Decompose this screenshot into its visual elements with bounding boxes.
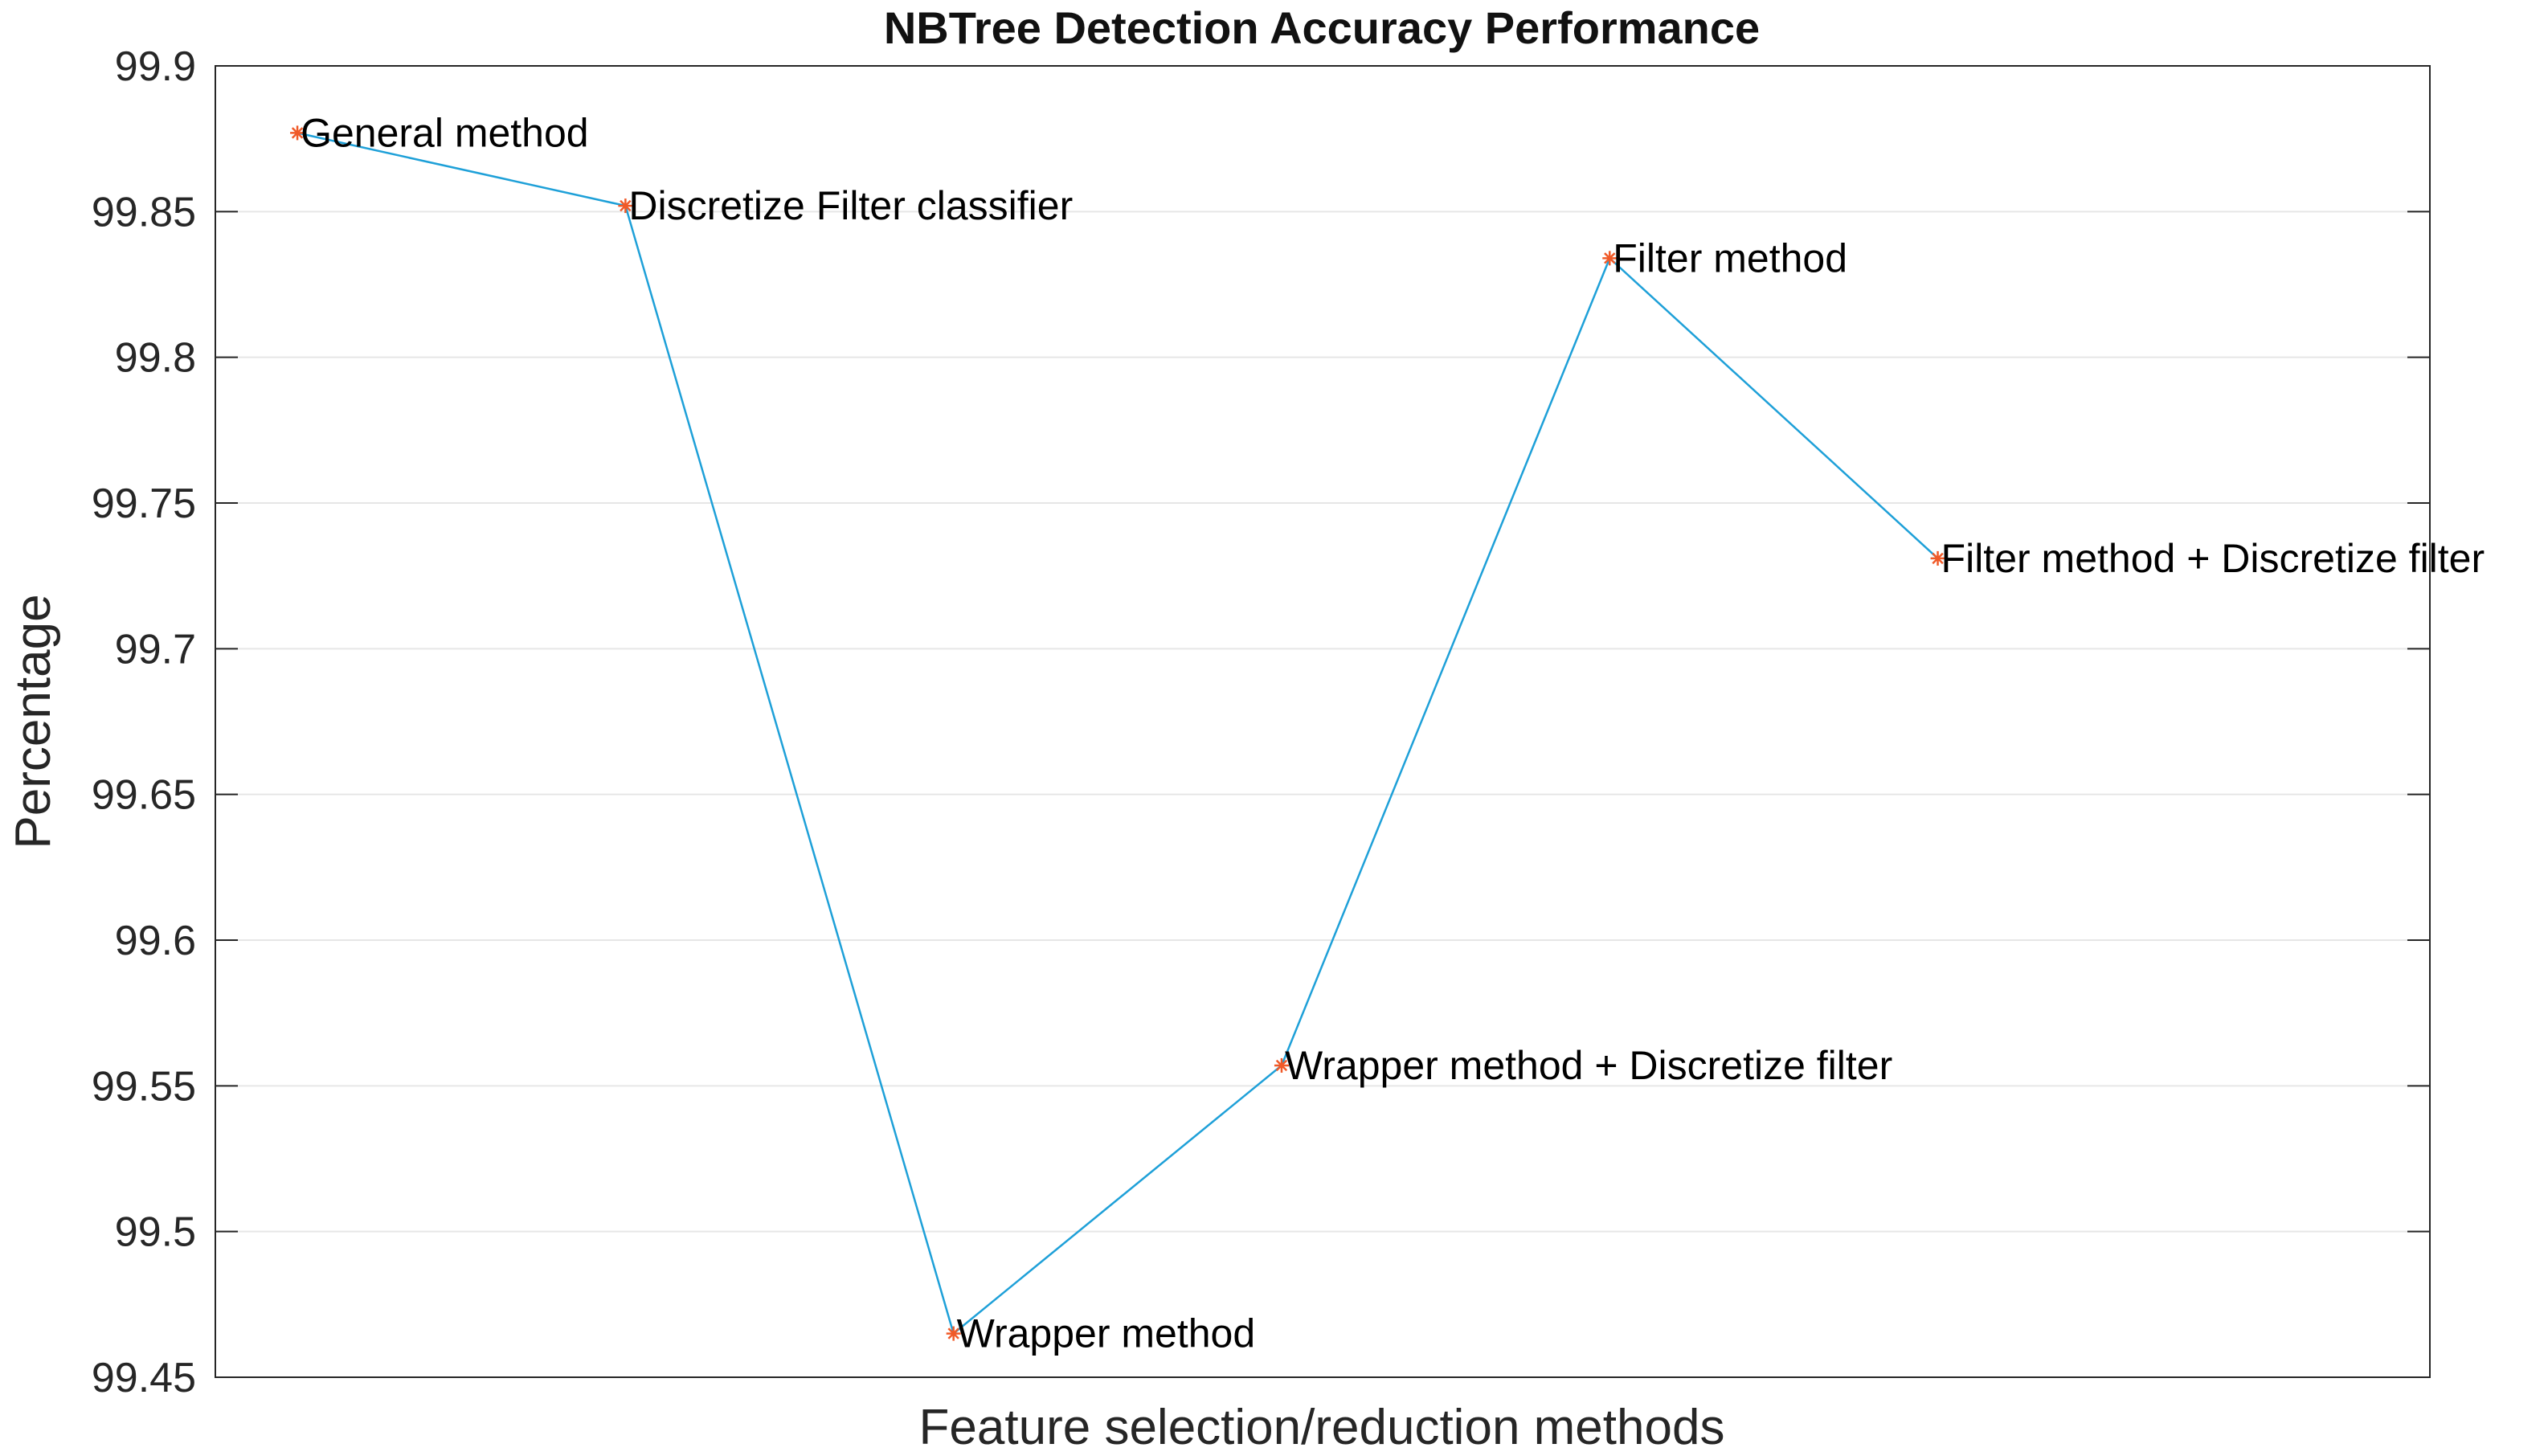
y-tick-label: 99.5: [115, 1209, 196, 1256]
data-label: Wrapper method: [957, 1311, 1255, 1356]
plot-area-frame: [215, 65, 2431, 1378]
y-tick-label: 99.7: [115, 626, 196, 673]
y-tick-label: 99.65: [92, 772, 196, 819]
y-tick-label: 99.45: [92, 1355, 196, 1401]
data-point: [618, 198, 633, 214]
y-tick-label: 99.9: [115, 43, 196, 90]
data-point: [946, 1326, 961, 1341]
data-label: Filter method + Discretize filter: [1941, 536, 2485, 581]
y-axis: 99.9 99.85 99.8 99.75 99.7 99.65 99.6 99.55 99.5…: [92, 43, 2430, 1401]
data-label: Discretize Filter classifier: [628, 183, 1073, 228]
data-label: Wrapper method + Discretize filter: [1285, 1043, 1892, 1088]
data-point: [1274, 1057, 1289, 1073]
y-tick-label: 99.8: [115, 335, 196, 382]
y-axis-label: Percentage: [6, 594, 61, 849]
data-label: General method: [301, 110, 589, 155]
x-axis-label: Feature selection/reduction methods: [919, 1400, 1725, 1455]
data-point: [1602, 251, 1618, 266]
y-tick-label: 99.6: [115, 918, 196, 964]
data-point: [290, 125, 305, 141]
y-tick-label: 99.55: [92, 1063, 196, 1110]
data-label: Filter method: [1613, 235, 1847, 280]
data-markers: [290, 125, 1945, 1341]
y-tick-label: 99.85: [92, 189, 196, 235]
y-tick-label: 99.75: [92, 481, 196, 527]
chart-title: NBTree Detection Accuracy Performance: [884, 2, 1760, 53]
data-point: [1930, 550, 1945, 566]
series-line: [297, 132, 1939, 1335]
